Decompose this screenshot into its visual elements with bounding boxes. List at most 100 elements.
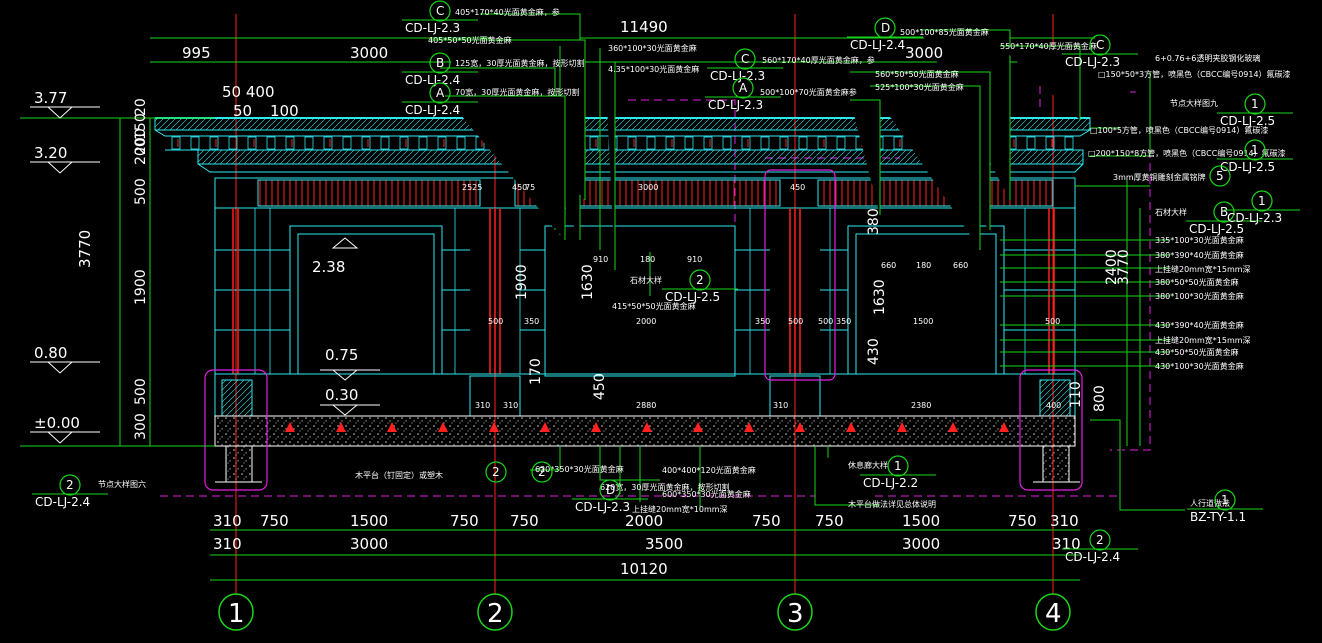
reference-number: A <box>436 86 445 100</box>
inner-dim: 350 <box>524 317 539 326</box>
reference-sheet: CD-LJ-2.2 <box>863 476 918 490</box>
inner-dim: 500 <box>788 317 803 326</box>
reference-bubble <box>732 77 754 99</box>
dentil <box>741 136 751 150</box>
inner-dim: 2525 <box>462 183 482 192</box>
material-note: 木平台做法详见总体说明 <box>848 499 936 509</box>
material-note: 400*400*120光面黄金麻 <box>662 465 756 475</box>
reference-number: 1 <box>1258 194 1266 208</box>
material-note: 335*100*30光面黄金麻 <box>1155 235 1244 245</box>
dentil <box>190 136 200 150</box>
bottom-dim: 310 <box>213 512 242 530</box>
dentil <box>589 136 599 150</box>
material-note: 上挂缝20mm宽*15mm深 <box>1155 264 1251 274</box>
inner-dim: 500 <box>818 317 833 326</box>
material-note: 节点大样图六 <box>98 479 146 489</box>
dentil <box>1045 136 1055 150</box>
reference-sheet: CD-LJ-2.3 <box>575 500 630 514</box>
inner-dim: 660 <box>953 261 968 270</box>
anchor-marker <box>642 422 652 432</box>
total-height: 3770 <box>76 230 94 268</box>
anchor-marker <box>693 422 703 432</box>
anchor-marker <box>591 422 601 432</box>
bottom-dim: 750 <box>752 512 781 530</box>
reference-sheet: CD-LJ-2.5 <box>1220 160 1275 174</box>
inner-dim: 2400 <box>1104 249 1120 285</box>
anchor-marker <box>948 422 958 432</box>
material-note: 380*100*30光面黄金麻 <box>1155 291 1244 301</box>
inner-dim: 180 <box>916 261 931 270</box>
inner-dim: 310 <box>475 401 490 410</box>
dentil <box>703 136 713 150</box>
material-note: 500*100*70光面黄金麻参 <box>760 87 857 97</box>
reference-sheet: BZ-TY-1.1 <box>1190 510 1246 524</box>
top-dim: 995 <box>182 44 211 62</box>
inner-dim: 500 <box>1045 317 1060 326</box>
reference-sheet: CD-LJ-2.4 <box>35 495 90 509</box>
dentil <box>304 136 314 150</box>
reference-bubble <box>1244 139 1266 161</box>
material-note: 430*100*30光面黄金麻 <box>1155 361 1244 371</box>
inner-dim: 3000 <box>638 183 658 192</box>
dentil <box>1064 136 1074 150</box>
reference-number: 2 <box>696 273 704 287</box>
dentil <box>779 136 789 150</box>
material-note: □100*5方管，喷黑色（CBCC编号0914）氟碳漆 <box>1090 125 1268 135</box>
material-note: 405*50*50光面黄金麻 <box>428 35 512 45</box>
grid-label: 3 <box>787 599 804 629</box>
left-dim: 200 <box>133 138 149 165</box>
material-note: 620宽，30厚光面黄金麻，按形切割 <box>600 482 729 492</box>
top-dim: 50 <box>233 102 252 120</box>
grid-label: 1 <box>228 599 245 629</box>
reference-number: 1 <box>1221 493 1229 507</box>
reference-number: 1 <box>894 459 902 473</box>
dentil <box>228 136 238 150</box>
left-dim: 1900 <box>133 269 149 305</box>
dentil <box>323 136 333 150</box>
level-labels: 3.773.200.80±0.002.380.750.30 <box>34 89 358 432</box>
reference-number: B <box>436 56 444 70</box>
reference-bubble <box>1089 34 1111 56</box>
left-dim: 20 <box>133 98 149 116</box>
inner-dim: 310 <box>503 401 518 410</box>
material-note: □150*50*3方管，喷黑色（CBCC编号0914）氟碳漆 <box>1098 69 1291 79</box>
dentil <box>627 136 637 150</box>
inner-dim: 110 <box>1068 381 1084 408</box>
reference-bubble <box>485 461 507 483</box>
dentil <box>209 136 219 150</box>
inner-dim: 2000 <box>636 317 656 326</box>
material-note: 500*100*85光面黄金麻 <box>900 27 989 37</box>
material-note: 节点大样图九 <box>1170 98 1218 108</box>
foundation <box>214 415 1080 483</box>
material-note: 550*170*40厚光面黄金麻 <box>1000 41 1097 51</box>
bottom-dim-total: 310 <box>213 535 242 553</box>
inner-dim: 500 <box>488 317 503 326</box>
overall-width: 11490 <box>620 18 668 36</box>
inner-dim: 350 <box>836 317 851 326</box>
bottom-dim-total: 3000 <box>902 535 940 553</box>
reference-bubble <box>429 82 451 104</box>
grid-bubbles <box>218 593 1071 631</box>
dentil <box>342 136 352 150</box>
bottom-dim: 750 <box>815 512 844 530</box>
dentil <box>760 136 770 150</box>
bottom-dim: 750 <box>450 512 479 530</box>
anchor-marker <box>846 422 856 432</box>
top-dim: 50 400 <box>222 83 275 101</box>
reference-tags: CCD-LJ-2.3BCD-LJ-2.4ACD-LJ-2.4DCD-LJ-2.4… <box>32 0 1300 564</box>
inner-dim: 2880 <box>636 401 656 410</box>
reference-number: 2 <box>538 465 546 479</box>
dentil <box>646 136 656 150</box>
material-note: 600*350*30光面黄金麻 <box>662 489 751 499</box>
reference-sheet: CD-LJ-2.4 <box>850 38 905 52</box>
left-dim: 200 <box>133 128 149 155</box>
level-label: 3.20 <box>34 144 67 162</box>
top-dim: 3000 <box>350 44 388 62</box>
material-note: 人行道做法 <box>1190 498 1230 508</box>
dentil <box>722 136 732 150</box>
inner-dim: 430 <box>866 338 882 365</box>
material-note: 560*170*40厚光面黄金麻，参 <box>762 55 875 65</box>
inner-dim: 1500 <box>913 317 933 326</box>
bottom-dim: 1500 <box>350 512 388 530</box>
